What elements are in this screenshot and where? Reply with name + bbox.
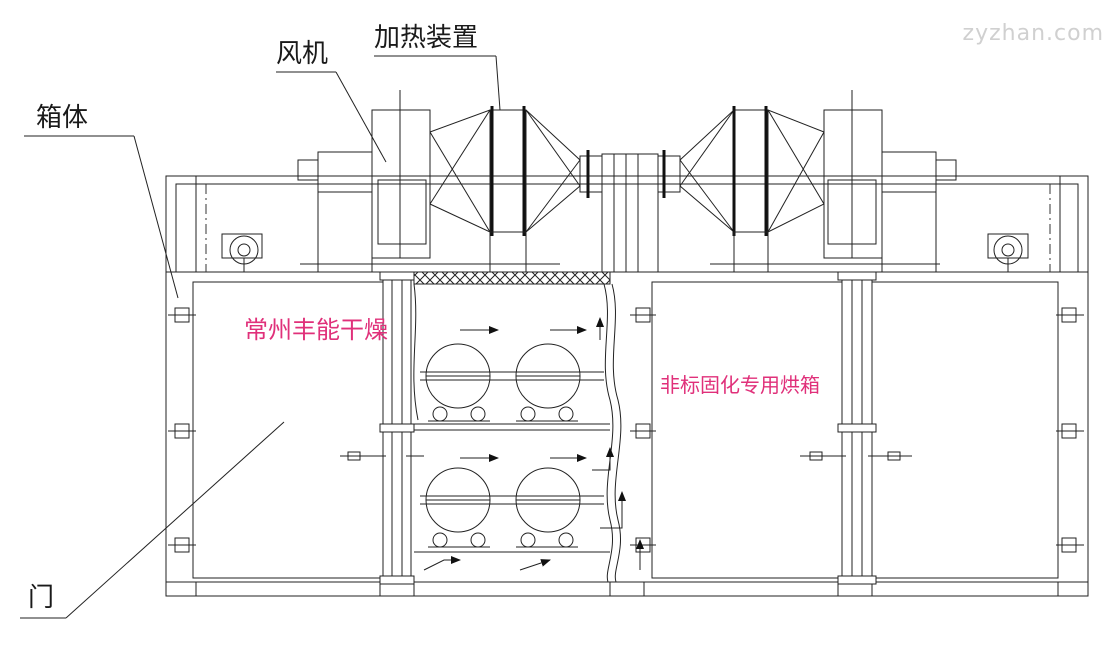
drum-lower-right [515, 467, 581, 533]
hinge [168, 307, 196, 553]
airflow-arrows [423, 317, 644, 571]
drum-upper-left [425, 343, 491, 409]
right-motor-icon [987, 233, 1029, 272]
rollers-lower [428, 532, 578, 548]
product-caption: 非标固化专用烘箱 [660, 373, 820, 397]
interior [413, 271, 644, 583]
brand-caption: 常州丰能干燥 [244, 316, 388, 344]
left-heater [429, 106, 581, 273]
right-door [630, 271, 1084, 585]
watermark-text: zyzhan.com [963, 21, 1104, 46]
drum-upper-right [515, 343, 581, 409]
right-heater [679, 106, 825, 273]
right-fan [823, 90, 957, 272]
door-label: 门 [28, 583, 54, 613]
center-connector [579, 150, 681, 273]
drum-lower-left [425, 467, 491, 533]
rollers-upper [428, 406, 578, 422]
fan-label: 风机 [276, 39, 328, 69]
cabinet-label: 箱体 [36, 103, 88, 133]
left-motor-icon [221, 233, 263, 272]
left-fan [297, 90, 431, 272]
heater-label: 加热装置 [374, 23, 478, 53]
hinge [630, 307, 1084, 553]
top-duct [165, 175, 1089, 273]
